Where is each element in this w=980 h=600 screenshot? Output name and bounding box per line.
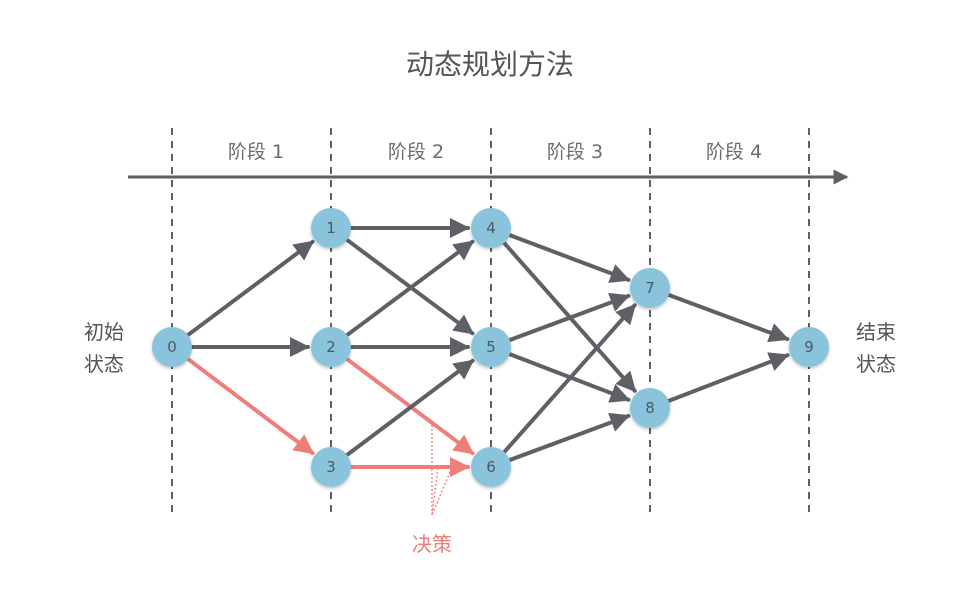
- stage-label-1: 阶段 1: [228, 141, 284, 163]
- edge-0-1: [184, 239, 315, 339]
- node-label: 6: [486, 458, 496, 476]
- node-label: 1: [326, 219, 336, 237]
- node-label: 8: [645, 399, 655, 417]
- edge-6-7: [501, 303, 637, 456]
- edge-1-5: [343, 236, 475, 336]
- end-state-label-line2: 状态: [856, 352, 896, 376]
- edge-5-8: [505, 351, 631, 403]
- node-label: 3: [326, 458, 336, 476]
- node-label: 2: [326, 338, 336, 356]
- node-0: 0: [152, 327, 192, 367]
- edge-5-7: [505, 292, 631, 343]
- stage-label-2: 阶段 2: [388, 141, 444, 163]
- edge-2-4: [343, 239, 475, 339]
- node-6: 6: [471, 447, 511, 487]
- nodes-group: 0 1 2 3 4 5 6 7 8 9: [152, 208, 829, 487]
- edge-8-9: [664, 352, 790, 404]
- stage-label-3: 阶段 3: [547, 141, 603, 163]
- start-state-label-line2: 状态: [84, 352, 124, 376]
- node-circle: [471, 447, 511, 487]
- decision-pointer-line: [431, 467, 439, 516]
- node-7: 7: [630, 268, 670, 308]
- node-circle: [311, 327, 351, 367]
- node-circle: [471, 208, 511, 248]
- diagram-title: 动态规划方法: [406, 48, 574, 81]
- node-8: 8: [630, 388, 670, 428]
- node-circle: [630, 268, 670, 308]
- node-circle: [311, 447, 351, 487]
- edge-7-9: [664, 292, 790, 343]
- node-1: 1: [311, 208, 351, 248]
- edge-2-6-highlighted: [343, 355, 475, 456]
- stage-label-4: 阶段 4: [706, 141, 762, 163]
- edges-group: [184, 218, 790, 477]
- node-label: 4: [486, 219, 496, 237]
- node-4: 4: [471, 208, 511, 248]
- node-2: 2: [311, 327, 351, 367]
- start-state-label-line1: 初始: [84, 320, 124, 344]
- node-label: 7: [645, 279, 655, 297]
- edge-3-5: [343, 358, 475, 459]
- node-3: 3: [311, 447, 351, 487]
- decision-label: 决策: [412, 532, 452, 556]
- node-circle: [311, 208, 351, 248]
- end-state-label-line1: 结束: [856, 320, 896, 344]
- node-circle: [471, 327, 511, 367]
- edge-4-7: [505, 232, 631, 283]
- node-circle: [152, 327, 192, 367]
- node-label: 0: [167, 338, 177, 356]
- node-label: 9: [804, 338, 814, 356]
- decision-pointer: [431, 425, 451, 516]
- node-circle: [630, 388, 670, 428]
- node-label: 5: [486, 338, 496, 356]
- edge-0-3-highlighted: [184, 355, 315, 456]
- node-5: 5: [471, 327, 511, 367]
- edge-6-8: [505, 412, 631, 463]
- node-circle: [789, 327, 829, 367]
- node-9: 9: [789, 327, 829, 367]
